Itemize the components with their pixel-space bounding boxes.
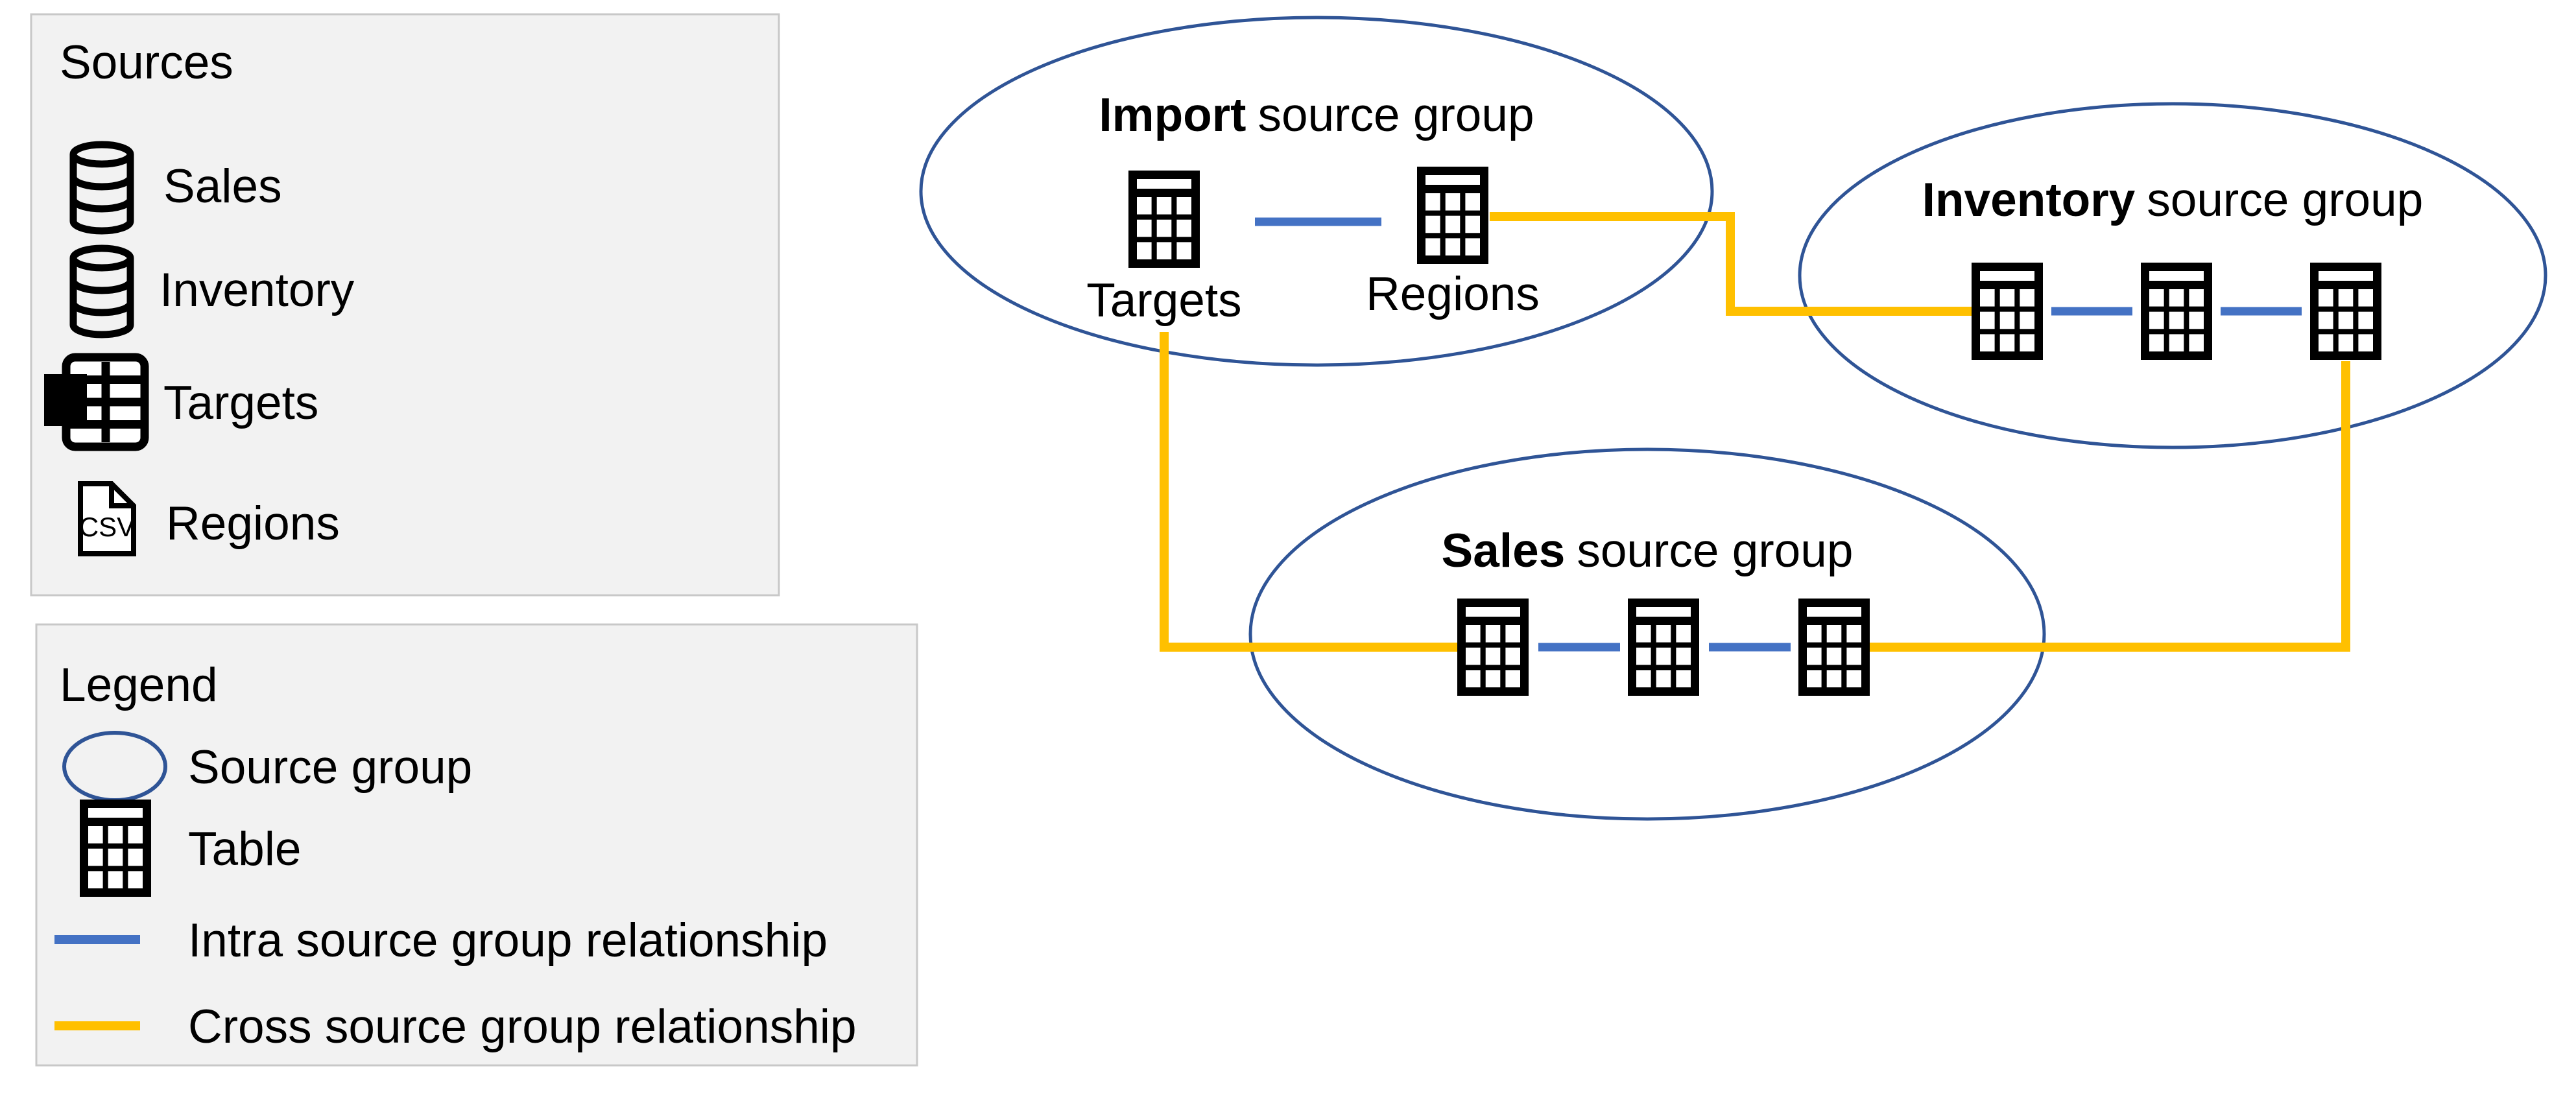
intra-source-group-line-symbol [54,935,140,944]
legend-item-label-intra: Intra source group relationship [188,914,828,967]
csv-file-icon: CSV [78,481,136,556]
legend-item-label-cross: Cross source group relationship [188,1001,857,1053]
table-icon-targets [1128,171,1200,268]
legend-panel [35,623,918,1067]
cross-relationship-line-targets-sales [1160,332,1457,652]
import-source-group-ellipse [919,16,1714,367]
sources-panel [30,13,780,597]
source-item-label-inventory: Inventory [160,264,355,316]
source-item-label-targets: Targets [163,377,318,429]
excel-x-glyph: X [54,383,76,420]
table-icon [1457,599,1529,696]
source-item-label-regions: Regions [166,497,340,550]
cross-source-group-line-symbol [54,1021,140,1030]
table-icon [1628,599,1699,696]
csv-glyph: CSV [79,512,135,542]
cross-relationship-line-regions-inventory [1490,212,1972,316]
table-icon [1972,263,2043,360]
legend-panel-title: Legend [60,659,218,711]
legend-item-label-source-group: Source group [188,741,472,794]
legend-item-label-table: Table [188,823,302,875]
table-icon [2310,263,2381,360]
table-icon [1798,599,1870,696]
sources-panel-title: Sources [60,36,233,89]
inventory-source-group-ellipse [1798,102,2547,449]
table-icon [2141,263,2212,360]
source-item-label-sales: Sales [163,160,282,213]
table-icon [80,800,151,897]
cross-relationship-line-inventory-sales [1870,361,2350,652]
table-icon-regions [1417,167,1488,264]
sales-source-group-ellipse [1248,447,2046,821]
table-label-regions: Regions [1366,268,1540,320]
table-label-targets: Targets [1086,274,1241,327]
excel-workbook-icon: X [44,353,149,451]
